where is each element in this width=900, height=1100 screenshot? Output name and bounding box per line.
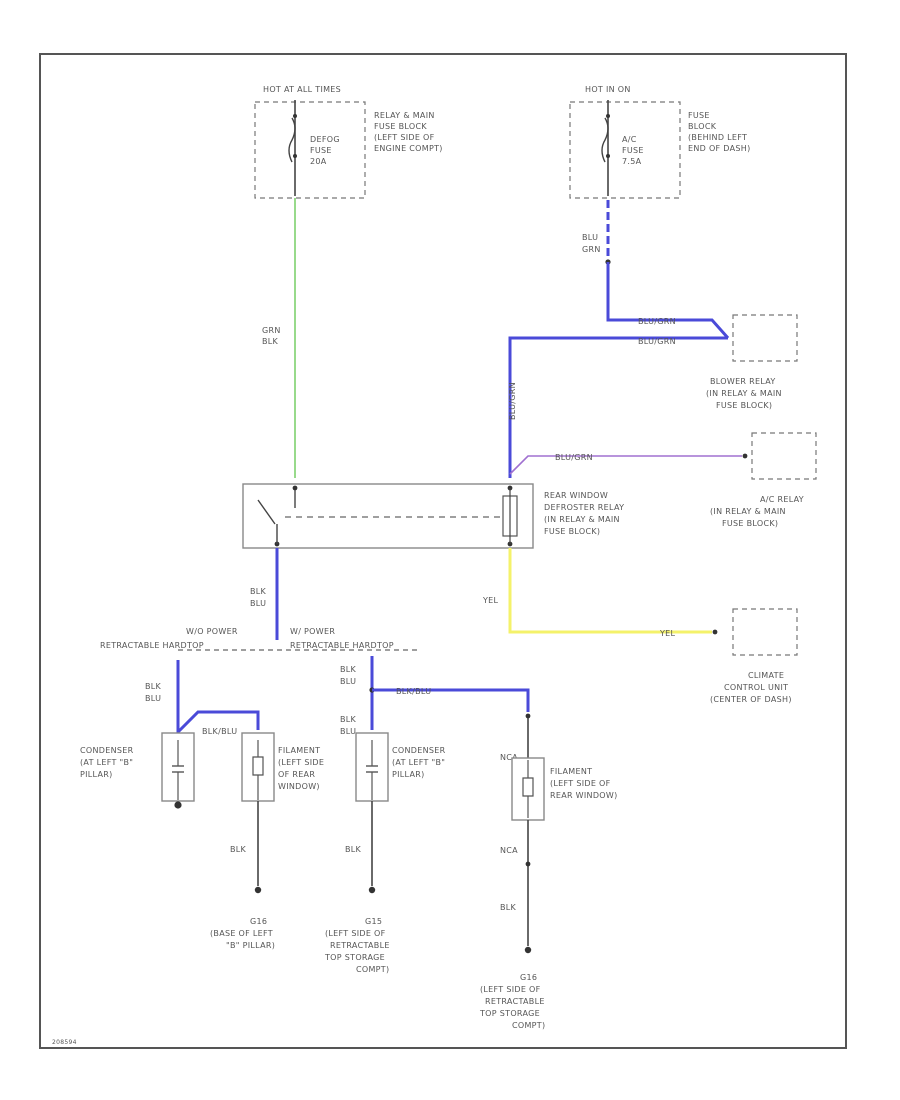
ac-relay-label: A/C RELAY (IN RELAY & MAIN FUSE BLOCK) xyxy=(710,495,807,528)
wire-blu-grn-v-label: BLU/GRN xyxy=(508,382,517,420)
wire-blk-blu-4-label: BLK/BLU xyxy=(396,687,431,696)
wire-nca-2-label: NCA xyxy=(500,846,518,855)
rear-window-defroster-relay-body xyxy=(242,483,534,549)
without-power-hardtop-label: W/O POWER RETRACTABLE HARDTOP xyxy=(100,627,241,650)
blue-green-wire-to-defroster-relay xyxy=(508,336,728,478)
connector-dot xyxy=(525,861,531,867)
rear-window-defroster-relay-label: REAR WINDOW DEFROSTER RELAY (IN RELAY & … xyxy=(544,491,627,536)
with-power-hardtop-label: W/ POWER RETRACTABLE HARDTOP xyxy=(290,627,394,650)
ground-1-label: G16 (BASE OF LEFT "B" PILLAR) xyxy=(210,917,276,950)
wire-blk-blu-5-label: BLK/BLU xyxy=(202,727,237,736)
wire-yel-2-label: YEL xyxy=(659,629,676,638)
wire-blu-grn-label: BLU GRN xyxy=(582,233,601,254)
wire-yel-1-label: YEL xyxy=(482,596,499,605)
fuse-terminal-dot xyxy=(293,114,297,118)
wire-blk-blu-1-label: BLK BLU xyxy=(250,587,269,608)
violet-wire-to-ac-relay xyxy=(509,455,742,475)
wire-blk-3-label: BLK xyxy=(500,903,517,912)
hot-in-on-label: HOT IN ON xyxy=(585,85,631,94)
ac-relay-outline xyxy=(751,432,817,480)
defog-fuse-label: DEFOG FUSE 20A xyxy=(310,135,343,166)
black-blue-wire-to-filament-right xyxy=(372,688,530,712)
wire-blk-2-label: BLK xyxy=(345,845,362,854)
ground-eyelet xyxy=(174,801,182,809)
diagram-frame xyxy=(39,53,847,1049)
relay-main-fuse-block-outline xyxy=(254,101,366,199)
connector-dot xyxy=(712,629,718,635)
ac-fuse-symbol xyxy=(601,117,609,163)
blue-green-wire-to-blower xyxy=(606,262,730,339)
filament-symbol xyxy=(252,740,264,800)
fuse-terminal-dot xyxy=(606,154,610,158)
connector-dot xyxy=(525,713,531,719)
filament-left-label: FILAMENT (LEFT SIDE OF REAR WINDOW) xyxy=(278,746,327,791)
wire-blu-grn-h2-label: BLU/GRN xyxy=(638,337,676,346)
hot-at-all-times-label: HOT AT ALL TIMES xyxy=(263,85,341,94)
defog-fuse-symbol xyxy=(288,117,296,163)
blower-relay-label: BLOWER RELAY (IN RELAY & MAIN FUSE BLOCK… xyxy=(706,377,785,410)
black-blue-wire-left-branch xyxy=(176,660,260,736)
filament-right-label: FILAMENT (LEFT SIDE OF REAR WINDOW) xyxy=(550,767,618,800)
fuse-block-label: FUSE BLOCK (BEHIND LEFT END OF DASH) xyxy=(688,111,751,153)
wire-grn-blk-label: GRN BLK xyxy=(262,326,284,346)
fuse-terminal-dot xyxy=(293,154,297,158)
wire-blu-grn-violet-label: BLU/GRN xyxy=(555,453,593,462)
ground-point-g15 xyxy=(368,886,376,894)
relay-switch-contact xyxy=(257,499,276,525)
yellow-wire xyxy=(508,548,712,634)
fuse-terminal-dot xyxy=(606,114,610,118)
relay-terminal-dot xyxy=(292,485,298,491)
ground-2-label: G15 (LEFT SIDE OF RETRACTABLE TOP STORAG… xyxy=(324,917,393,974)
wire-blu-grn-h1-label: BLU/GRN xyxy=(638,317,676,326)
blower-relay-outline xyxy=(732,314,798,362)
condenser-left-label: CONDENSER (AT LEFT "B" PILLAR) xyxy=(80,746,136,779)
wire-blk-blu-3-label: BLK BLU xyxy=(340,665,359,686)
climate-control-unit-label: CLIMATE CONTROL UNIT (CENTER OF DASH) xyxy=(710,671,792,704)
connector-dot xyxy=(742,453,748,459)
ac-fuse-label: A/C FUSE 7.5A xyxy=(622,135,647,166)
filament-symbol xyxy=(522,760,534,818)
ground-3-label: G16 (LEFT SIDE OF RETRACTABLE TOP STORAG… xyxy=(479,973,548,1030)
wire-blk-1-label: BLK xyxy=(230,845,247,854)
ground-point-g16-left xyxy=(254,886,262,894)
wire-nca-1-label: NCA xyxy=(500,753,518,762)
relay-main-fuse-block-label: RELAY & MAIN FUSE BLOCK (LEFT SIDE OF EN… xyxy=(374,111,443,153)
figure-id: 208594 xyxy=(52,1039,77,1046)
ground-point-g16-right xyxy=(524,946,532,954)
wire-blk-blu-6-label: BLK BLU xyxy=(340,715,359,736)
wire-blk-blu-2-label: BLK BLU xyxy=(145,682,164,703)
fuse-block-outline xyxy=(569,101,681,199)
condenser-mid-label: CONDENSER (AT LEFT "B" PILLAR) xyxy=(392,746,448,779)
climate-control-unit-outline xyxy=(732,608,798,656)
